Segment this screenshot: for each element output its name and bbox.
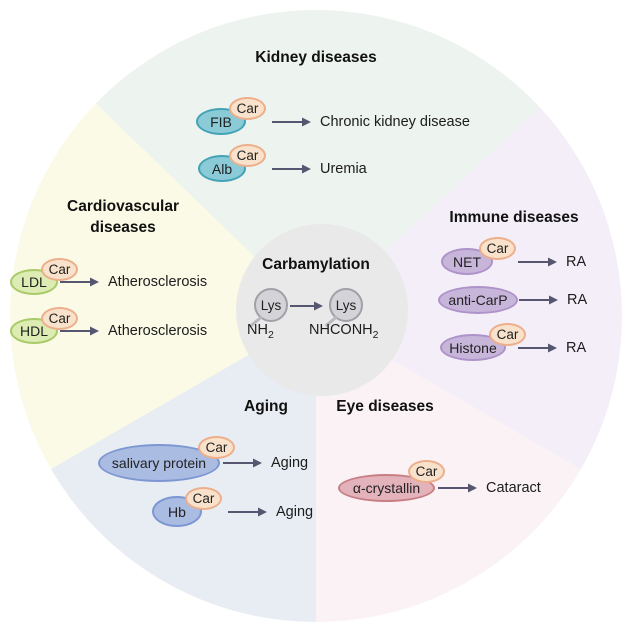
- car-badge: Car: [229, 97, 266, 120]
- sector-title-cardiovascular-line1: Cardiovascular: [67, 198, 179, 215]
- protein-oval-alb: Alb Car: [198, 144, 266, 182]
- protein-label: NET: [453, 253, 481, 270]
- lysine-label: Lys: [335, 297, 357, 313]
- car-badge: Car: [229, 144, 266, 167]
- protein-oval-hb: Hb Car: [152, 487, 222, 527]
- reaction-row-histone: Histone Car RA: [440, 323, 587, 361]
- sector-title-immune: Immune diseases: [449, 209, 579, 226]
- disease-label: Chronic kidney disease: [320, 113, 470, 130]
- protein-label: α-crystallin: [352, 480, 421, 496]
- reaction-row-alb: Alb Car Uremia: [198, 144, 367, 182]
- arrow-icon: [60, 277, 99, 287]
- disease-label: Aging: [271, 455, 309, 471]
- disease-label: Uremia: [320, 160, 367, 177]
- disease-label: RA: [566, 253, 587, 270]
- arrow-icon: [438, 483, 477, 493]
- arrow-icon: [518, 257, 557, 266]
- reaction-row-anticarp: anti-CarP RA: [438, 286, 587, 314]
- protein-oval-salivary-protein: salivary protein Car: [98, 436, 235, 482]
- carbamyl-group-label: NHCONH2: [309, 322, 378, 341]
- sector-title-cardiovascular-line2: diseases: [90, 219, 156, 236]
- arrow-icon: [272, 117, 311, 126]
- reaction-row-hdl: HDL Car Atherosclerosis: [10, 307, 208, 344]
- arrow-icon: [60, 326, 99, 336]
- amine-group-sub: 2: [267, 328, 274, 341]
- car-badge: Car: [185, 487, 222, 510]
- protein-label: FIB: [210, 113, 232, 130]
- protein-oval-histone: Histone Car: [440, 323, 526, 361]
- reaction-arrow-icon: [290, 301, 323, 311]
- protein-label: salivary protein: [111, 455, 207, 471]
- car-badge: Car: [408, 460, 445, 483]
- reaction-row-fib: FIB Car Chronic kidney disease: [196, 97, 470, 135]
- protein-label: Hb: [168, 503, 186, 520]
- lysine-residue-after: Lys: [324, 288, 363, 328]
- carbamyl-group-main: NHCONH: [309, 322, 373, 338]
- reaction-row-hb: Hb Car Aging: [152, 487, 314, 527]
- reaction-row-alpha-crystallin: α-crystallin Car Cataract: [338, 460, 541, 502]
- protein-label: anti-CarP: [448, 292, 508, 308]
- amine-group-label: NH2: [247, 322, 274, 341]
- protein-oval-hdl: HDL Car: [10, 307, 78, 344]
- disease-label: Atherosclerosis: [108, 274, 208, 290]
- disease-label: RA: [566, 339, 587, 356]
- car-badge: Car: [41, 258, 78, 281]
- disease-label: RA: [567, 292, 588, 308]
- protein-label: HDL: [19, 323, 48, 339]
- arrow-icon: [272, 164, 311, 173]
- sector-title-cardiovascular: Cardiovascular diseases: [67, 196, 179, 238]
- arrow-icon: [223, 458, 262, 468]
- protein-label: Histone: [449, 339, 497, 356]
- protein-oval-fib: FIB Car: [196, 97, 266, 135]
- reaction-row-salivary-protein: salivary protein Car Aging: [98, 436, 309, 482]
- disease-label: Cataract: [486, 480, 541, 496]
- disease-label: Aging: [276, 503, 314, 520]
- sector-title-aging: Aging: [244, 398, 288, 415]
- protein-oval-ldl: LDL Car: [10, 258, 78, 295]
- protein-oval-anticarp: anti-CarP: [438, 286, 518, 314]
- protein-oval-alpha-crystallin: α-crystallin Car: [338, 460, 445, 502]
- lysine-residue-before: Lys: [249, 288, 288, 328]
- car-badge: Car: [479, 237, 516, 260]
- amine-group-main: NH: [247, 322, 268, 338]
- car-badge: Car: [198, 436, 235, 459]
- sector-title-eye: Eye diseases: [336, 398, 434, 415]
- carbamylation-title: Carbamylation: [262, 256, 370, 273]
- reaction-row-ldl: LDL Car Atherosclerosis: [10, 258, 208, 295]
- protein-label: LDL: [21, 274, 47, 290]
- arrow-icon: [518, 343, 557, 352]
- sector-title-kidney: Kidney diseases: [255, 49, 377, 66]
- protein-label: Alb: [211, 160, 233, 177]
- protein-oval-net: NET Car: [441, 237, 516, 275]
- arrow-icon: [228, 507, 267, 516]
- lysine-label: Lys: [260, 297, 282, 313]
- arrow-icon: [519, 295, 558, 305]
- car-badge: Car: [489, 323, 526, 346]
- car-badge: Car: [41, 307, 78, 330]
- reaction-row-net: NET Car RA: [441, 237, 587, 275]
- carbamyl-group-sub: 2: [372, 328, 379, 341]
- disease-label: Atherosclerosis: [108, 323, 208, 339]
